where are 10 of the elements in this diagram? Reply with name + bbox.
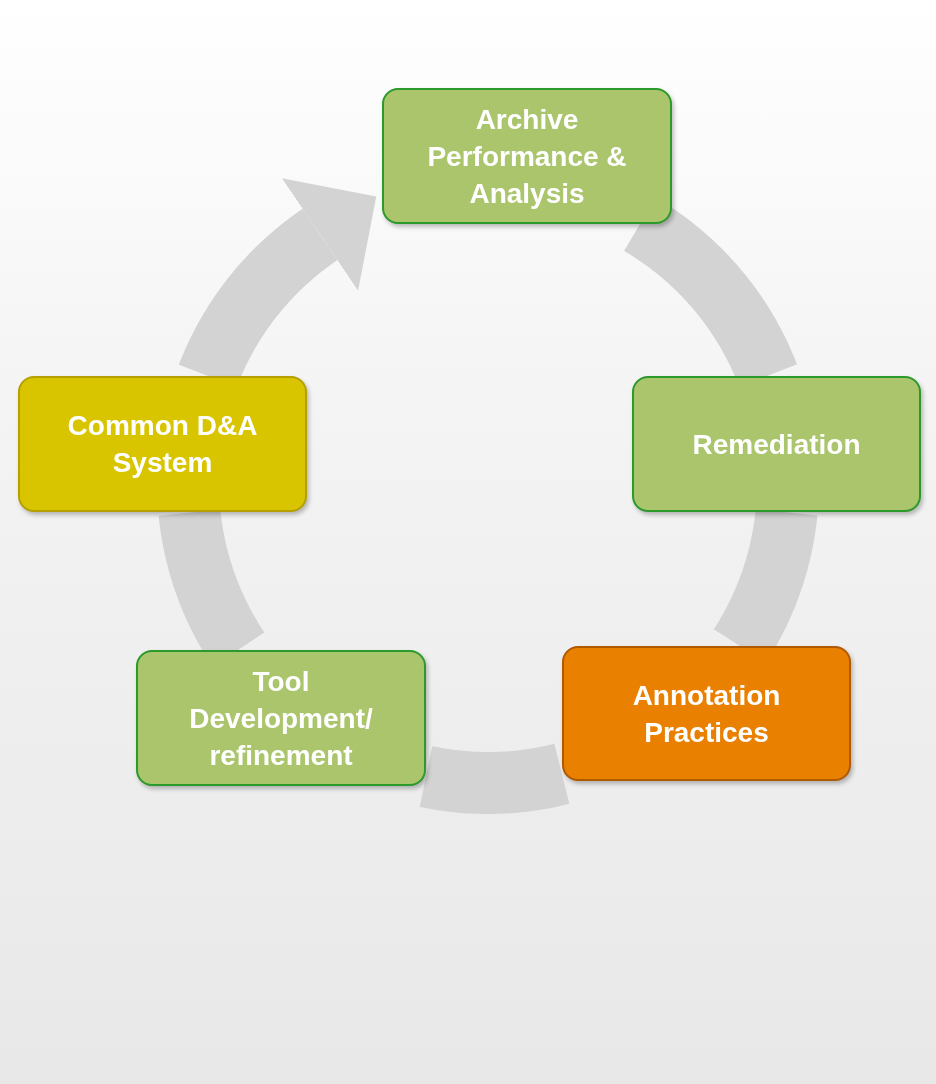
process-box (632, 376, 921, 512)
process-box (562, 646, 851, 781)
process-box (136, 650, 426, 786)
box-label: Tool Development/ refinement (188, 664, 374, 773)
box-label: Annotation Practices (631, 678, 782, 750)
process-box (18, 376, 307, 512)
box-label: Remediation (691, 427, 862, 462)
box-label: Archive Performance & Analysis (426, 102, 628, 211)
process-box (382, 88, 672, 224)
box-label: Common D&A System (66, 409, 259, 480)
